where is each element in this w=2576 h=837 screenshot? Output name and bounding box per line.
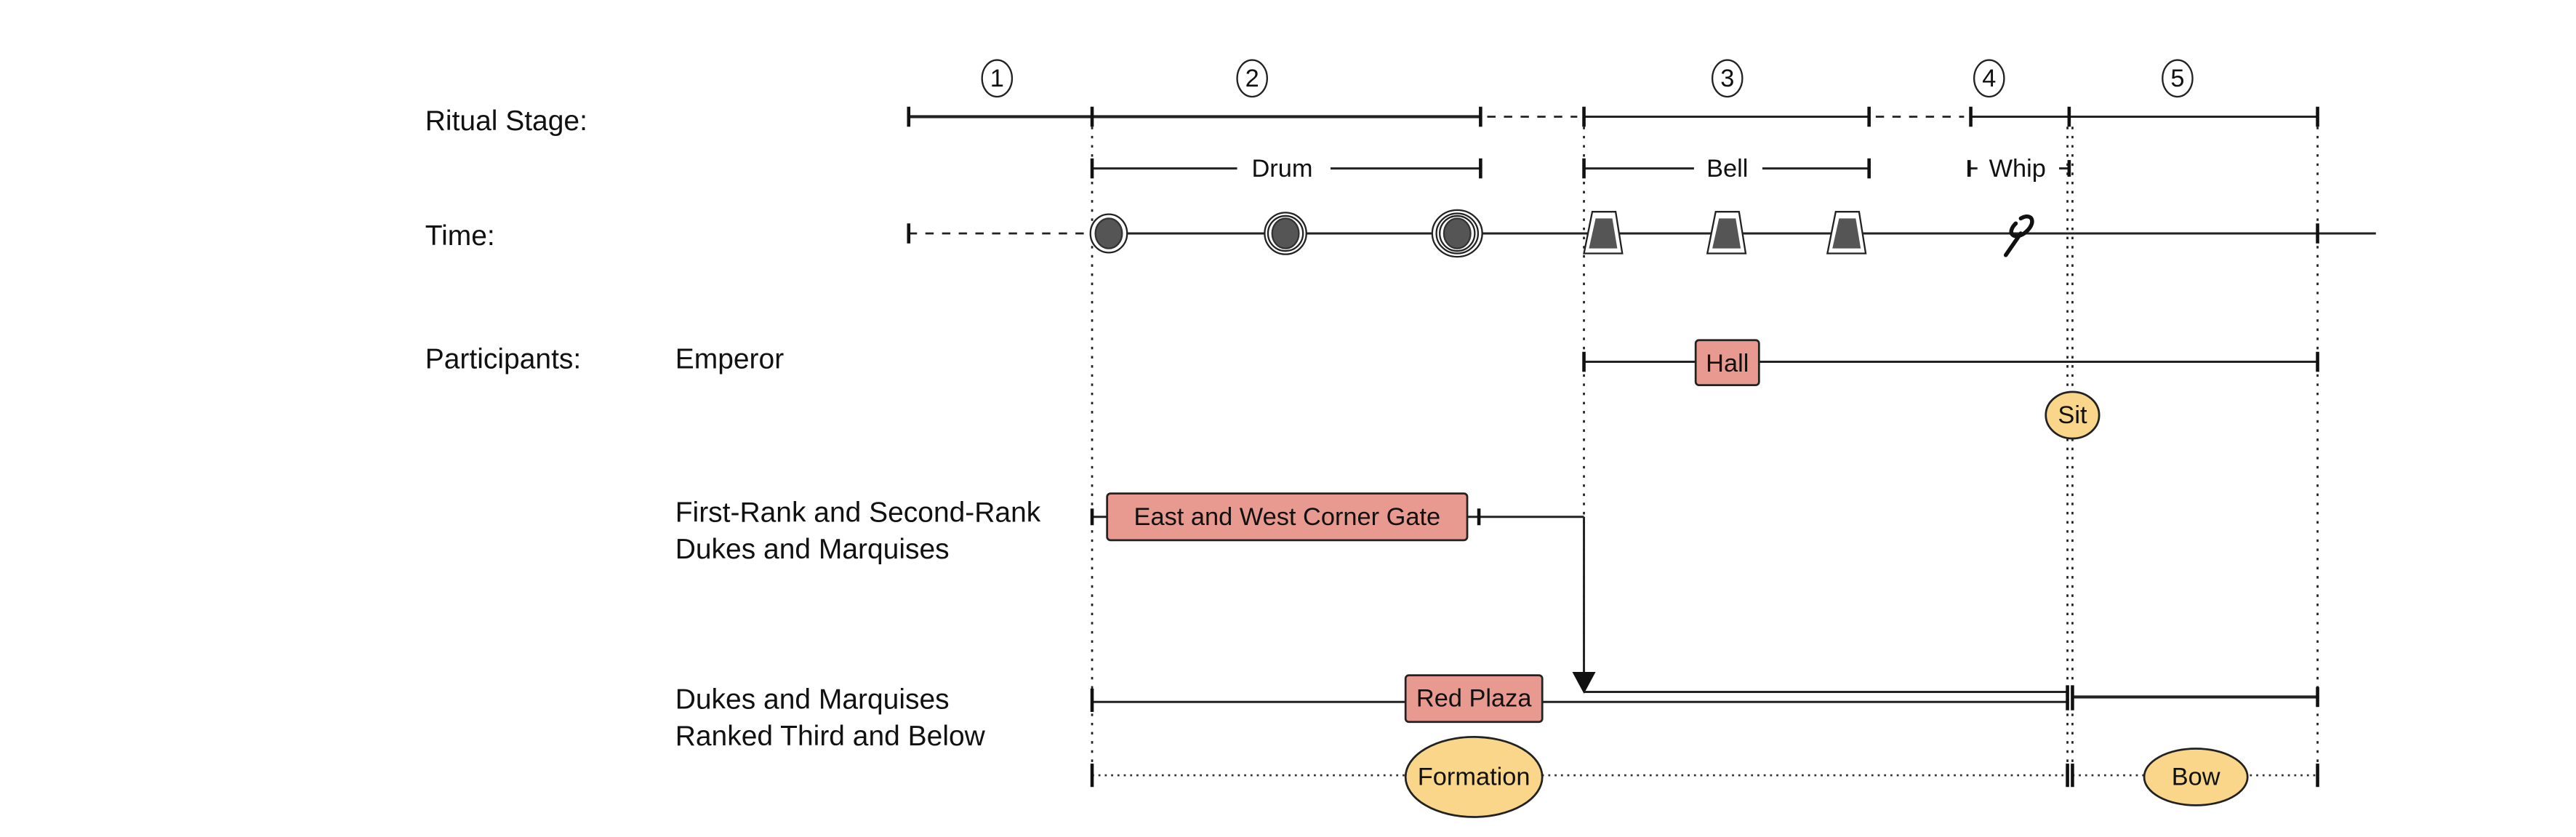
formation-action-text: Formation [1418, 763, 1530, 790]
signal-drum-bracket: Drum [1090, 155, 1482, 183]
stage-number-text: 3 [1720, 65, 1734, 92]
hall-location-box [1694, 339, 1760, 387]
sit-action-ellipse [2045, 391, 2100, 440]
drum-icon [1089, 213, 1128, 254]
stage-number-5: 5 [2162, 59, 2194, 98]
corner-gate-location-box [1106, 492, 1469, 542]
stage-number-4: 4 [1973, 59, 2005, 98]
drum-icon [1431, 209, 1483, 258]
participant-rank3-label-line2: Ranked Third and Below [675, 721, 986, 752]
stage-number-text: 4 [1982, 65, 1996, 92]
whip-icon [2003, 215, 2034, 257]
ritual-stage-bar [907, 106, 2319, 127]
participant-emperor-label: Emperor [675, 344, 784, 375]
hall-location-text: Hall [1706, 350, 1749, 377]
rank3-track: Red Plaza Formation Bow [1090, 674, 2319, 818]
participant-rank12-label-line2: Dukes and Marquises [675, 534, 950, 565]
bell-icon [1706, 211, 1747, 255]
red-plaza-location-box [1404, 674, 1544, 724]
stage-number-text: 1 [990, 65, 1004, 92]
ritual-stage-label: Ritual Stage: [425, 105, 587, 137]
stage-number-2: 2 [1236, 59, 1268, 98]
participants-label: Participants: [425, 344, 581, 375]
red-plaza-location-text: Red Plaza [1416, 685, 1532, 713]
drum-label: Drum [1251, 155, 1312, 183]
bow-action-ellipse [2143, 748, 2249, 806]
move-arrow-icon [1572, 672, 1596, 694]
whip-label: Whip [1989, 155, 2046, 183]
bow-action-text: Bow [2172, 763, 2220, 790]
bell-icon [1583, 211, 1624, 255]
corner-gate-location-text: East and West Corner Gate [1134, 503, 1441, 531]
signal-bell-bracket: Bell [1582, 155, 1871, 183]
formation-action-ellipse [1404, 736, 1544, 818]
time-axis [907, 223, 2376, 244]
bell-icon [1826, 211, 1867, 255]
rank12-track: East and West Corner Gate [1090, 492, 2068, 694]
stage-number-text: 2 [1245, 65, 1259, 92]
time-label: Time: [425, 220, 495, 252]
bell-label: Bell [1706, 155, 1748, 183]
stage-number-1: 1 [981, 59, 1014, 98]
stage-number-text: 5 [2170, 65, 2184, 92]
drum-icon [1264, 212, 1307, 255]
signal-whip-bracket: Whip [1967, 155, 2071, 183]
participant-rank12-label-line1: First-Rank and Second-Rank [675, 497, 1041, 529]
sit-action-text: Sit [2058, 401, 2087, 429]
stage-number-3: 3 [1711, 59, 1744, 98]
emperor-track: Hall Sit [1582, 339, 2319, 440]
participant-rank3-label-line1: Dukes and Marquises [675, 684, 950, 715]
